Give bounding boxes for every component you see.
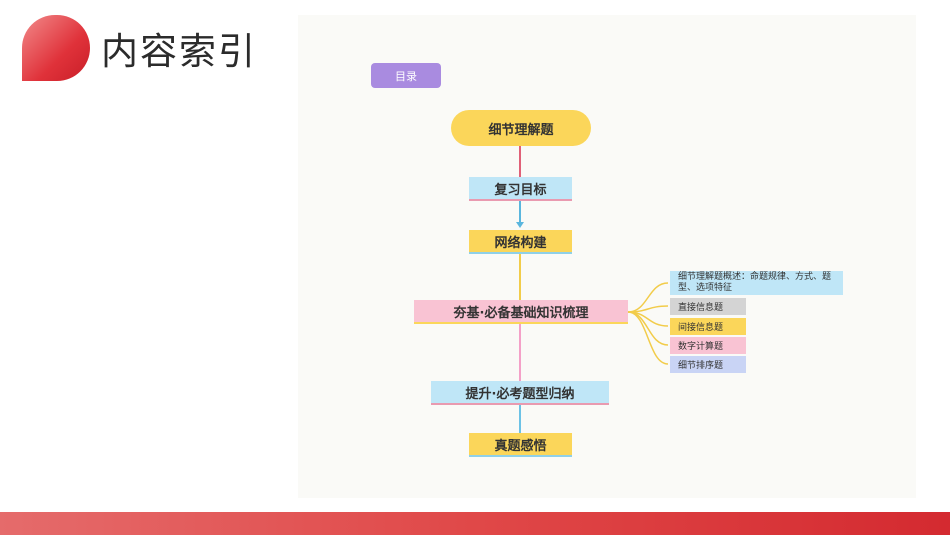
directory-badge: 目录 [371, 63, 441, 88]
step-network-build: 网络构建 [469, 230, 572, 254]
connector-arrow [516, 222, 524, 228]
outline-diagram: 目录 细节理解题 复习目标 网络构建 夯基·必备基础知识梳理 提升·必考题型归纳… [298, 15, 916, 498]
step-real-questions: 真题感悟 [469, 433, 572, 457]
root-node: 细节理解题 [451, 110, 591, 146]
bottom-bar [0, 512, 950, 535]
sub-item-direct-info: 直接信息题 [670, 298, 746, 315]
title-decoration [22, 15, 90, 81]
diagram-connectors [516, 146, 669, 433]
sub-item-indirect-info: 间接信息题 [670, 318, 746, 335]
step-review-goals: 复习目标 [469, 177, 572, 201]
sub-item-number-calc: 数字计算题 [670, 337, 746, 354]
sub-item-detail-order: 细节排序题 [670, 356, 746, 373]
step-basic-knowledge: 夯基·必备基础知识梳理 [414, 300, 628, 324]
page-title: 内容索引 [101, 30, 257, 73]
branch-sub-5 [627, 311, 669, 365]
branch-sub-2 [627, 305, 669, 313]
branch-sub-1 [627, 282, 669, 313]
step-question-types: 提升·必考题型归纳 [431, 381, 609, 405]
sub-item-overview: 细节理解题概述：命题规律、方式、题型、选项特征 [670, 271, 843, 295]
